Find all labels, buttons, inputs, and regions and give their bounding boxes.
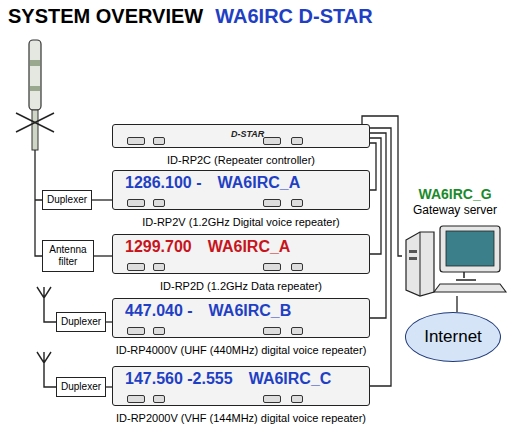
antenna-radial <box>16 113 54 132</box>
callsign: WA6IRC_G <box>402 186 508 203</box>
panel-connector <box>127 137 145 145</box>
panel-connector <box>263 263 281 271</box>
rack-face: D-STAR <box>112 124 370 148</box>
frequency: 147.560 -2.555 <box>125 370 233 388</box>
panel-connector <box>153 395 165 403</box>
monitor-screen <box>446 231 494 266</box>
rf-filter-box: Antenna filter <box>42 240 94 272</box>
gateway-server: WA6IRC_GGateway server <box>402 186 508 296</box>
panel-connector <box>291 199 303 207</box>
box-label: Duplexer <box>61 316 101 328</box>
brand-logo: D-STAR <box>231 129 264 139</box>
panel-connector <box>263 395 281 403</box>
panel-connector <box>291 263 303 271</box>
panel-connector <box>263 327 281 335</box>
model-name: ID-RP2C (Repeater controller) <box>166 154 316 166</box>
internet-cloud: Internet <box>405 312 501 362</box>
repeater-unit: D-STARID-RP2C (Repeater controller) <box>112 124 370 148</box>
repeater-unit: 1299.700WA6IRC_AID-RP2D (1.2GHz Data rep… <box>112 234 370 274</box>
frequency: 447.040 - <box>125 302 193 320</box>
unit-label: ID-RP2V (1.2GHz Digital voice repeater) <box>100 212 382 230</box>
antenna-band <box>30 60 40 66</box>
vhf-antenna <box>37 352 56 387</box>
model-name: ID-RP4000V (UHF (440MHz) digital voice r… <box>115 344 368 356</box>
panel-connector <box>291 137 303 145</box>
rf-filter-box: Duplexer <box>56 377 106 397</box>
panel-connector <box>153 327 165 335</box>
repeater-unit: 447.040 -WA6IRC_BID-RP4000V (UHF (440MHz… <box>112 298 370 338</box>
frequency: 1299.700 <box>125 238 192 256</box>
panel-connector <box>127 327 145 335</box>
rack-face: 1286.100 - WA6IRC_A <box>112 170 370 210</box>
rack-face: 1299.700 WA6IRC_A <box>112 234 370 274</box>
uhf-antenna <box>37 287 56 322</box>
rack-face: 447.040 - WA6IRC_B <box>112 298 370 338</box>
panel-connector <box>291 327 303 335</box>
box-label: Antenna filter <box>47 244 89 268</box>
panel-connector <box>127 199 145 207</box>
repeater-unit: 1286.100 -WA6IRC_AID-RP2V (1.2GHz Digita… <box>112 170 370 210</box>
title-row: SYSTEM OVERVIEW WA6IRC D-STAR <box>8 5 373 28</box>
panel-connector <box>263 137 281 145</box>
frequency: 1286.100 - <box>125 174 202 192</box>
signal-cable <box>370 143 376 190</box>
server-tower <box>406 232 434 296</box>
repeater-unit: 147.560 -2.555WA6IRC_CID-RP2000V (VHF (1… <box>112 366 370 406</box>
cloud-label: Internet <box>424 327 482 347</box>
unit-label: ID-RP2D (1.2GHz Data repeater) <box>100 276 382 294</box>
keyboard <box>434 284 506 292</box>
diagram-title: SYSTEM OVERVIEW <box>8 5 203 28</box>
rack-face: 147.560 -2.555 WA6IRC_C <box>112 366 370 406</box>
server-slot <box>409 257 417 260</box>
panel-connector <box>153 263 165 271</box>
server-edge <box>420 232 421 296</box>
callsign: WA6IRC_A <box>208 238 291 256</box>
rf-filter-box: Duplexer <box>56 312 106 332</box>
signal-cable <box>370 138 381 254</box>
feed-cable <box>35 150 42 256</box>
monitor-stand <box>456 272 476 280</box>
panel-connector <box>153 199 165 207</box>
callsign: WA6IRC_C <box>249 370 332 388</box>
monitor <box>440 226 500 272</box>
antenna-mast <box>32 110 38 150</box>
unit-label: ID-RP2000V (VHF (144MHz) digital voice r… <box>100 408 382 426</box>
signal-cable <box>456 296 457 312</box>
panel-connector <box>127 395 145 403</box>
antenna-radial <box>16 113 54 132</box>
signal-cable <box>370 128 391 386</box>
callsign: WA6IRC_A <box>218 174 301 192</box>
model-name: ID-RP2D (1.2GHz Data repeater) <box>159 280 323 292</box>
panel-connector <box>263 199 281 207</box>
panel-connector <box>153 137 165 145</box>
box-label: Duplexer <box>61 381 101 393</box>
callsign: WA6IRC_B <box>209 302 292 320</box>
panel-connector <box>291 395 303 403</box>
server-label: Gateway server <box>402 203 508 218</box>
server-slot <box>409 250 417 253</box>
callsign-heading: WA6IRC D-STAR <box>215 5 372 28</box>
signal-cable <box>92 199 112 200</box>
unit-label: ID-RP4000V (UHF (440MHz) digital voice r… <box>100 340 382 358</box>
rf-filter-box: Duplexer <box>42 190 92 210</box>
panel-connector <box>127 263 145 271</box>
model-name: ID-RP2000V (VHF (144MHz) digital voice r… <box>115 412 367 424</box>
signal-cable <box>370 133 386 318</box>
model-name: ID-RP2V (1.2GHz Digital voice repeater) <box>141 216 340 228</box>
unit-label: ID-RP2C (Repeater controller) <box>100 150 382 168</box>
signal-cable <box>94 255 112 256</box>
box-label: Duplexer <box>47 194 87 206</box>
antenna-radome <box>29 40 41 110</box>
antenna-band <box>30 86 40 91</box>
